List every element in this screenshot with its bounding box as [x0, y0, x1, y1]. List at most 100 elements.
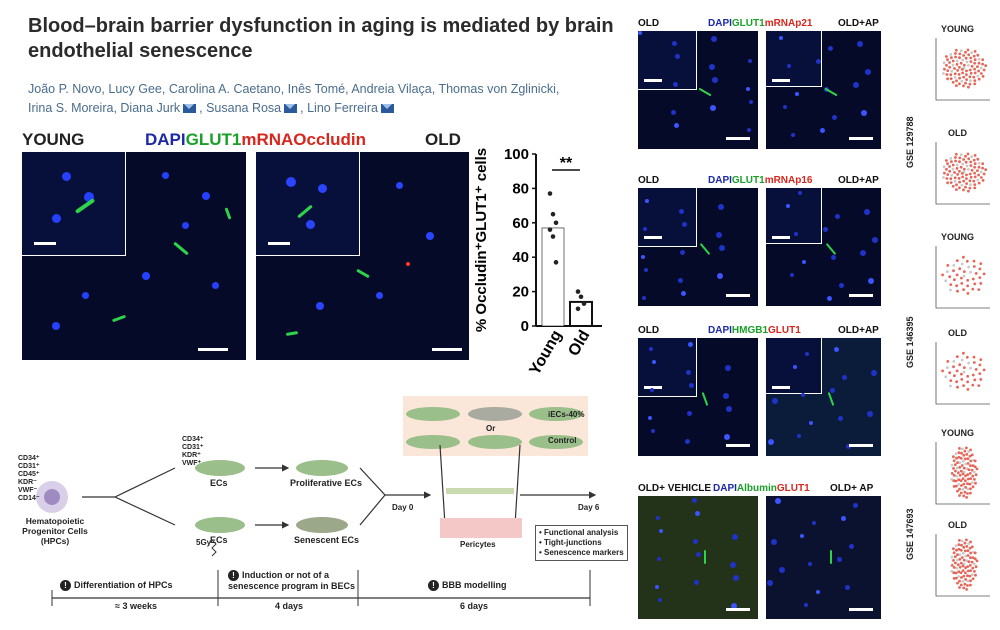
data-point — [550, 234, 556, 239]
old-ap-micrograph — [766, 188, 881, 306]
hpc-markers-item: KDR⁻ — [18, 479, 37, 486]
old-micrograph — [638, 31, 758, 149]
data-point — [578, 294, 584, 300]
panel-label-left: OLD — [638, 175, 660, 186]
panel-label-right: OLD+AP — [838, 18, 879, 29]
duration-2: 4 days — [275, 601, 304, 611]
or-label: Or — [486, 424, 496, 433]
old-micrograph — [638, 188, 758, 306]
tsne-group-label: YOUNG — [940, 232, 974, 242]
panel-label-right: OLD+AP — [838, 175, 879, 186]
tsne-plot — [935, 246, 990, 309]
y-tick-label: 20 — [512, 284, 529, 301]
panel-stain-legend: DAPIHMGB1GLUT1 — [708, 325, 801, 336]
pericytes-label: Pericytes — [460, 540, 496, 549]
old-micrograph — [638, 496, 758, 619]
young-inset — [22, 152, 126, 256]
outcomes-box: • Functional analysis• Tight-junctions• … — [535, 525, 628, 561]
step-1: !Differentiation of HPCs — [60, 580, 173, 591]
gse-label: GSE 146395 — [905, 316, 915, 368]
ec-markers-item: CD31⁺ — [182, 444, 204, 451]
old-label: OLD — [425, 130, 461, 149]
old-inset — [256, 152, 360, 256]
day6-label: Day 6 — [578, 503, 600, 512]
old-micrograph — [638, 338, 758, 456]
ec-markers-item: KDR⁺ — [182, 452, 201, 459]
y-tick-label: 80 — [512, 180, 529, 197]
hpc-label: Hematopoietic Progenitor Cells (HPCs) — [22, 516, 88, 546]
panel-label-left: OLD — [638, 18, 660, 29]
tsne-group-label: OLD — [948, 128, 967, 138]
old-ap-micrograph — [766, 496, 881, 619]
authors-line-2[interactable]: Irina S. Moreira, Diana Jurk, Susana Ros… — [28, 99, 588, 118]
gse-label: GSE 147693 — [905, 508, 915, 560]
dose-label: 5Gy — [196, 538, 212, 547]
ec-markers-item: VWF⁺ — [182, 460, 202, 467]
y-tick-label: 60 — [512, 215, 529, 232]
tsne-group-label: OLD — [948, 328, 967, 338]
x-category-label: Young — [526, 328, 565, 379]
panel-label-right: OLD+ AP — [830, 483, 874, 494]
hpc-markers: CD34⁺CD31⁺CD45⁺KDR⁻VWF⁻CD14⁻ — [18, 455, 40, 503]
y-tick-label: 100 — [504, 146, 529, 163]
email-icon[interactable] — [380, 104, 394, 113]
bar-young — [541, 227, 565, 327]
data-point — [547, 191, 553, 196]
email-icon[interactable] — [183, 104, 197, 113]
iecs-label: iECs-40% — [548, 410, 585, 419]
ec-markers: CD34⁺CD31⁺KDR⁺VWF⁺ — [182, 436, 204, 468]
duration-3: 6 days — [460, 601, 489, 611]
significance-label: ** — [560, 155, 573, 172]
y-axis-label: % Occludin⁺GLUT1⁺ cells — [473, 148, 490, 332]
senescent-ecs-label: Senescent ECs — [294, 535, 360, 545]
tsne-plot — [935, 442, 990, 505]
panel-stain-legend: DAPIAlbuminGLUT1 — [713, 483, 810, 494]
gse-label: GSE 129788 — [905, 116, 915, 168]
tsne-plot — [935, 142, 990, 205]
proliferative-ecs-label: Proliferative ECs — [290, 478, 363, 488]
data-point — [581, 301, 587, 306]
data-point — [553, 220, 559, 226]
ecs-label-2: ECs — [210, 535, 228, 545]
tsne-plot — [935, 534, 990, 597]
data-point — [575, 306, 581, 312]
outcomes-item: • Tight-junctions — [539, 538, 602, 547]
hpc-markers-item: CD31⁺ — [18, 463, 40, 470]
tsne-group-label: OLD — [948, 520, 967, 530]
y-tick-label: 40 — [512, 249, 529, 266]
step-2: !Induction or not of a senescence progra… — [228, 570, 356, 591]
hpc-markers-item: CD14⁻ — [18, 495, 40, 502]
data-point — [550, 211, 556, 217]
experimental-schematic — [36, 396, 597, 606]
young-label: YOUNG — [22, 130, 85, 149]
data-point — [575, 289, 581, 294]
duration-1: ≈ 3 weeks — [115, 601, 157, 611]
hpc-markers-item: VWF⁻ — [18, 487, 38, 494]
panel-stain-legend: DAPIGLUT1mRNAp16 — [708, 175, 813, 186]
email-icon[interactable] — [284, 104, 298, 113]
bar-old — [569, 300, 593, 327]
outcomes-item: • Senescence markers — [539, 548, 624, 557]
tsne-plot — [935, 342, 990, 405]
hpc-markers-item: CD34⁺ — [18, 455, 40, 462]
hpc-markers-item: CD45⁺ — [18, 471, 40, 478]
authors-line-1[interactable]: João P. Novo, Lucy Gee, Carolina A. Caet… — [28, 82, 560, 96]
panel-label-left: OLD — [638, 325, 660, 336]
data-point — [547, 227, 553, 232]
young-micrograph — [22, 152, 246, 360]
tsne-group-label: YOUNG — [940, 24, 974, 34]
tsne-plot — [935, 38, 990, 101]
panel-label-right: OLD+AP — [838, 325, 879, 336]
control-label: Control — [548, 436, 577, 445]
x-category-label: Old — [565, 328, 593, 360]
old-micrograph — [256, 152, 469, 360]
panel-stain-legend: DAPIGLUT1mRNAp21 — [708, 18, 813, 29]
data-point — [553, 260, 559, 265]
ec-markers-item: CD34⁺ — [182, 436, 204, 443]
author-list: João P. Novo, Lucy Gee, Carolina A. Caet… — [28, 80, 588, 118]
day0-label: Day 0 — [392, 503, 414, 512]
panel-label-left: OLD+ VEHICLE — [638, 483, 712, 494]
tsne-group-label: YOUNG — [940, 428, 974, 438]
old-ap-micrograph — [766, 338, 881, 456]
y-tick-label: 0 — [521, 318, 529, 335]
